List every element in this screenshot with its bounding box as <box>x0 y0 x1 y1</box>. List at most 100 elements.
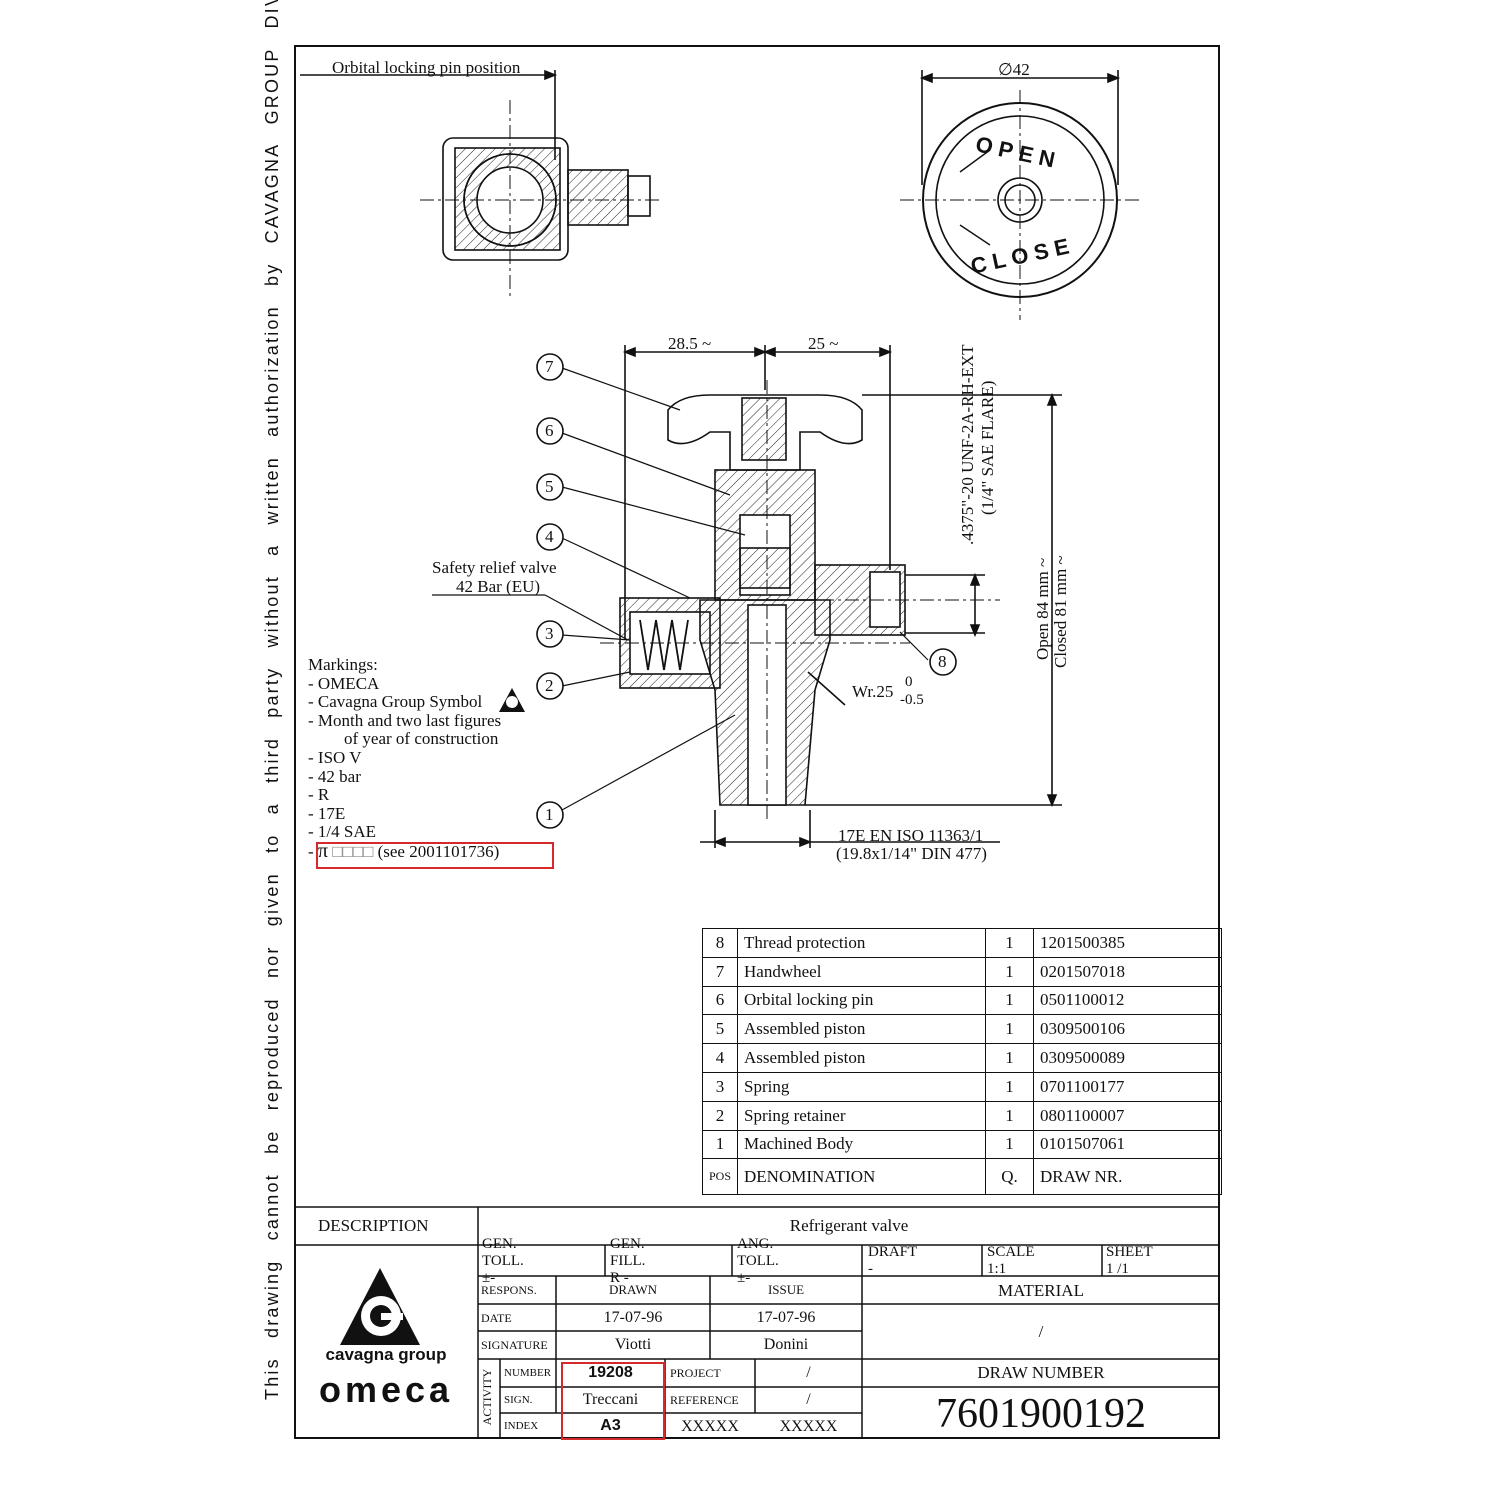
index-label: INDEX <box>504 1420 539 1432</box>
cavagna-logo <box>340 688 525 1345</box>
balloon-7: 7 <box>545 357 554 376</box>
marking-item: - ISO V <box>308 747 362 767</box>
project-label: PROJECT <box>670 1365 721 1380</box>
date-drawn: 17-07-96 <box>603 1309 663 1326</box>
qty-cell: 1 <box>985 928 1035 958</box>
placeholder-x2: XXXXX <box>779 1418 838 1435</box>
markings-title: Markings: <box>308 655 378 674</box>
dim-closed: Closed 81 mm ~ <box>1051 555 1070 668</box>
material-label: MATERIAL <box>998 1281 1084 1300</box>
marking-item: - Month and two last figures <box>308 710 502 730</box>
ang-toll: ANG. TOLL. ±- <box>737 1235 779 1286</box>
balloon-4: 4 <box>545 527 554 546</box>
marking-item: - 1/4 SAE <box>308 822 376 842</box>
marking-ref: (see 2001101736) <box>377 841 500 861</box>
balloon-3: 3 <box>545 624 554 643</box>
material-value: / <box>1038 1322 1044 1341</box>
name-cell: Assembled piston <box>737 1043 987 1073</box>
name-cell: Spring retainer <box>737 1100 987 1131</box>
name-cell: Thread protection <box>737 928 987 958</box>
index-value: A3 <box>600 1417 621 1434</box>
draft: DRAFT - <box>868 1244 917 1277</box>
draw-number-value: 7601900192 <box>936 1391 1146 1437</box>
activity-label: ACTIVITY <box>480 1368 494 1426</box>
sign-value: Treccani <box>582 1391 639 1408</box>
pos-cell: 2 <box>701 1100 739 1131</box>
signature-drawn: Viotti <box>614 1336 652 1353</box>
name-cell: Assembled piston <box>737 1014 987 1045</box>
qty-cell: 1 <box>985 956 1035 987</box>
highlight-box-number <box>561 1362 665 1440</box>
label-diameter: ∅42 <box>998 60 1030 79</box>
qty-cell: 1 <box>985 1043 1035 1073</box>
label-pin-position: Orbital locking pin position <box>332 58 521 77</box>
marking-item: - Cavagna Group Symbol <box>308 692 483 712</box>
name-cell: Machined Body <box>737 1129 987 1160</box>
brand-cavagna: cavagna group <box>325 1345 447 1364</box>
pos-cell: 7 <box>701 956 739 987</box>
balloon-1: 1 <box>545 805 554 824</box>
name-cell: Spring <box>737 1071 987 1102</box>
balloon-5: 5 <box>545 477 554 496</box>
dim-28-5: 28.5 ~ <box>668 334 712 353</box>
scale: SCALE 1:1 <box>987 1244 1035 1277</box>
marking-item-last: - π □□□□ (see 2001101736) <box>308 839 501 862</box>
description-value: Refrigerant valve <box>789 1216 909 1235</box>
qty-cell: 1 <box>985 1014 1035 1045</box>
draw-cell: 0101507061 <box>1033 1129 1223 1160</box>
dim-wr-upper: 0 <box>905 674 913 690</box>
header-pos: POS <box>701 1158 739 1196</box>
balloon-2: 2 <box>545 676 554 695</box>
gen-toll: GEN. TOLL. ±- <box>482 1235 524 1286</box>
signature-label: SIGNATURE <box>481 1337 548 1352</box>
dim-bottom-1: 17E EN ISO 11363/1 <box>838 826 984 845</box>
qty-cell: 1 <box>985 1129 1035 1160</box>
date-issue: 17-07-96 <box>756 1309 816 1326</box>
draw-cell: 0201507018 <box>1033 956 1223 987</box>
pos-cell: 1 <box>701 1129 739 1160</box>
pos-cell: 6 <box>701 985 739 1016</box>
marking-boxes: □□□□ <box>332 841 374 861</box>
marking-item: - 42 bar <box>308 766 361 786</box>
draw-cell: 0309500089 <box>1033 1043 1223 1073</box>
qty-cell: 1 <box>985 1100 1035 1131</box>
handwheel-view <box>900 70 1140 320</box>
name-cell: Orbital locking pin <box>737 985 987 1016</box>
number-label: NUMBER <box>504 1367 552 1379</box>
qty-cell: 1 <box>985 1071 1035 1102</box>
name-cell: Handwheel <box>737 956 987 987</box>
pos-cell: 3 <box>701 1071 739 1102</box>
label-relief-2: 42 Bar (EU) <box>456 577 541 596</box>
title-block-lines <box>294 1206 1220 1439</box>
draw-cell: 0701100177 <box>1033 1071 1223 1102</box>
marking-item: of year of construction <box>344 729 499 749</box>
marking-item: - OMECA <box>308 673 380 693</box>
header-name: DENOMINATION <box>737 1158 987 1196</box>
date-label: DATE <box>481 1310 512 1325</box>
reference-label: REFERENCE <box>670 1392 739 1407</box>
description-label: DESCRIPTION <box>318 1216 429 1235</box>
number-value: 19208 <box>588 1364 633 1381</box>
draw-cell: 0309500106 <box>1033 1014 1223 1045</box>
draw-cell: 0501100012 <box>1033 985 1223 1016</box>
marking-prefix: - <box>308 841 314 861</box>
dim-wr-lower: -0.5 <box>900 692 924 708</box>
markings-list: Markings: - OMECA - Cavagna Group Symbol… <box>308 655 502 862</box>
balloon-6: 6 <box>545 421 554 440</box>
dim-wr: Wr.25 <box>852 682 894 701</box>
header-qty: Q. <box>985 1158 1035 1196</box>
project-value: / <box>806 1364 811 1381</box>
pi-symbol-icon: π <box>317 839 329 862</box>
sheet: SHEET 1 /1 <box>1106 1244 1153 1277</box>
dim-bottom-2: (19.8x1/14" DIN 477) <box>836 844 987 863</box>
marking-item: - 17E <box>308 803 346 823</box>
